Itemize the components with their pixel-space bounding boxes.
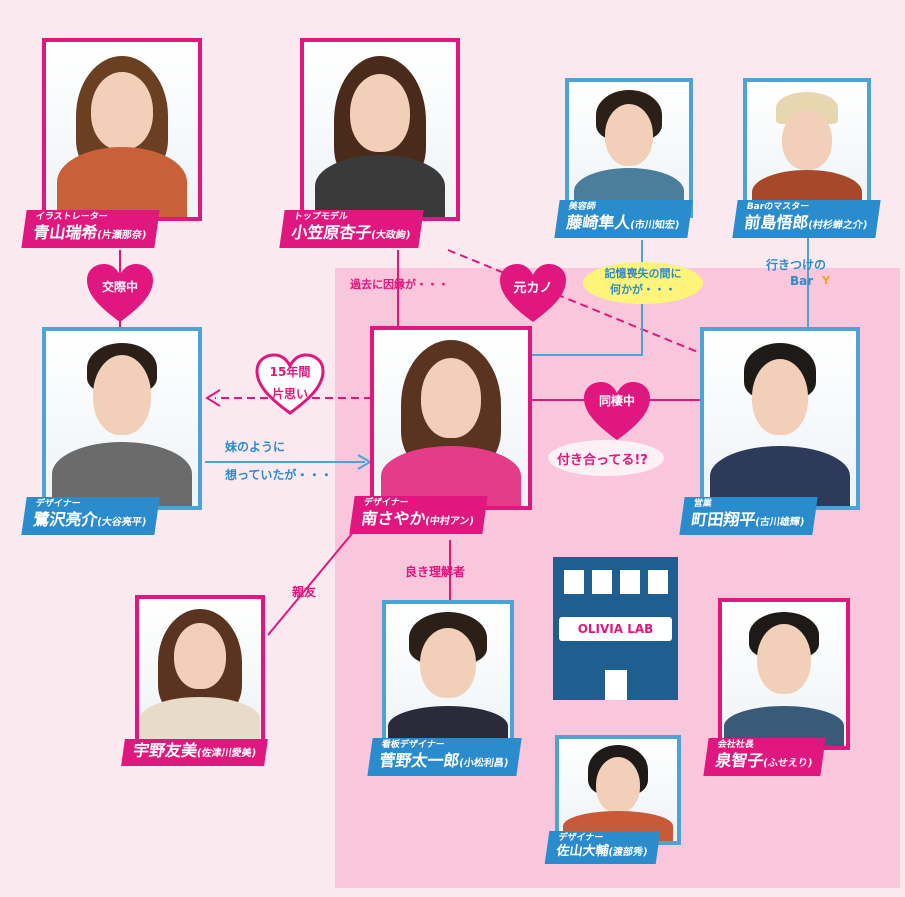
- text-friend: 親友: [292, 585, 317, 599]
- olivia-lab-logo: OLIVIA LAB: [559, 617, 672, 641]
- label-uno: 宇野友美(佐津川愛美): [121, 739, 269, 766]
- label-sugano: 看板デザイナー 菅野太一郎(小松利昌): [367, 738, 522, 776]
- photo-machida: [704, 331, 856, 506]
- text-past: 過去に因縁が・・・: [350, 278, 449, 291]
- text-dating-question: 付き合ってる!?: [557, 453, 648, 468]
- photo-aoyama: [46, 42, 198, 217]
- card-minami: デザイナー 南さやか(中村アン): [349, 326, 532, 534]
- card-izumi: 会社社長 泉智子(ふせえり): [703, 598, 850, 776]
- card-ogasawara: トップモデル 小笠原杏子(大政絢): [279, 38, 460, 248]
- label-maejima: Barのマスター 前島悟郎(村杉蝉之介): [732, 200, 881, 238]
- label-sagisawa: デザイナー 鷺沢亮介(大谷亮平): [21, 497, 160, 535]
- photo-fujisaki: [569, 82, 689, 214]
- dating-question-glow: [548, 440, 664, 476]
- card-fujisaki: 美容師 藤崎隼人(市川知宏): [554, 78, 693, 238]
- card-sagisawa: デザイナー 鷺沢亮介(大谷亮平): [21, 327, 202, 535]
- label-aoyama: イラストレーター 青山瑞希(片瀬那奈): [21, 210, 160, 248]
- label-ogasawara: トップモデル 小笠原杏子(大政絢): [279, 210, 424, 248]
- text-sister-1: 妹のように: [225, 440, 286, 454]
- heart-dating: 交際中: [85, 262, 155, 326]
- card-sugano: 看板デザイナー 菅野太一郎(小松利昌): [367, 600, 522, 776]
- heart-ex: 元カノ: [498, 262, 568, 326]
- heart-living: 同棲中: [582, 380, 652, 444]
- photo-minami: [374, 330, 528, 506]
- photo-sagisawa: [46, 331, 198, 506]
- heart-unrequited: 15年間 片思い: [255, 353, 325, 417]
- label-sayama: デザイナー 佐山大輔(渡部秀): [544, 831, 661, 864]
- text-sister-2: 想っていたが・・・: [225, 468, 333, 482]
- text-understanding: 良き理解者: [405, 565, 466, 579]
- label-minami: デザイナー 南さやか(中村アン): [349, 496, 488, 534]
- burst-memory: 記憶喪失の間に 何かが・・・: [583, 262, 703, 304]
- card-sayama: デザイナー 佐山大輔(渡部秀): [544, 735, 681, 864]
- photo-uno: [139, 599, 261, 741]
- card-maejima: Barのマスター 前島悟郎(村杉蝉之介): [732, 78, 881, 238]
- text-bar-1: 行きつけの: [766, 258, 827, 272]
- label-machida: 営業 町田翔平(古川雄輝): [679, 497, 818, 535]
- card-uno: 宇野友美(佐津川愛美): [121, 595, 269, 766]
- photo-sayama: [559, 739, 677, 841]
- photo-ogasawara: [304, 42, 456, 217]
- cocktail-icon: Y: [822, 274, 830, 287]
- text-bar-2: Bar: [790, 274, 814, 288]
- photo-maejima: [747, 82, 867, 214]
- label-izumi: 会社社長 泉智子(ふせえり): [703, 738, 826, 776]
- photo-sugano: [386, 604, 510, 746]
- olivia-lab-building: OLIVIA LAB: [553, 557, 678, 700]
- card-aoyama: イラストレーター 青山瑞希(片瀬那奈): [21, 38, 202, 248]
- label-fujisaki: 美容師 藤崎隼人(市川知宏): [554, 200, 693, 238]
- photo-izumi: [722, 602, 846, 746]
- card-machida: 営業 町田翔平(古川雄輝): [679, 327, 860, 535]
